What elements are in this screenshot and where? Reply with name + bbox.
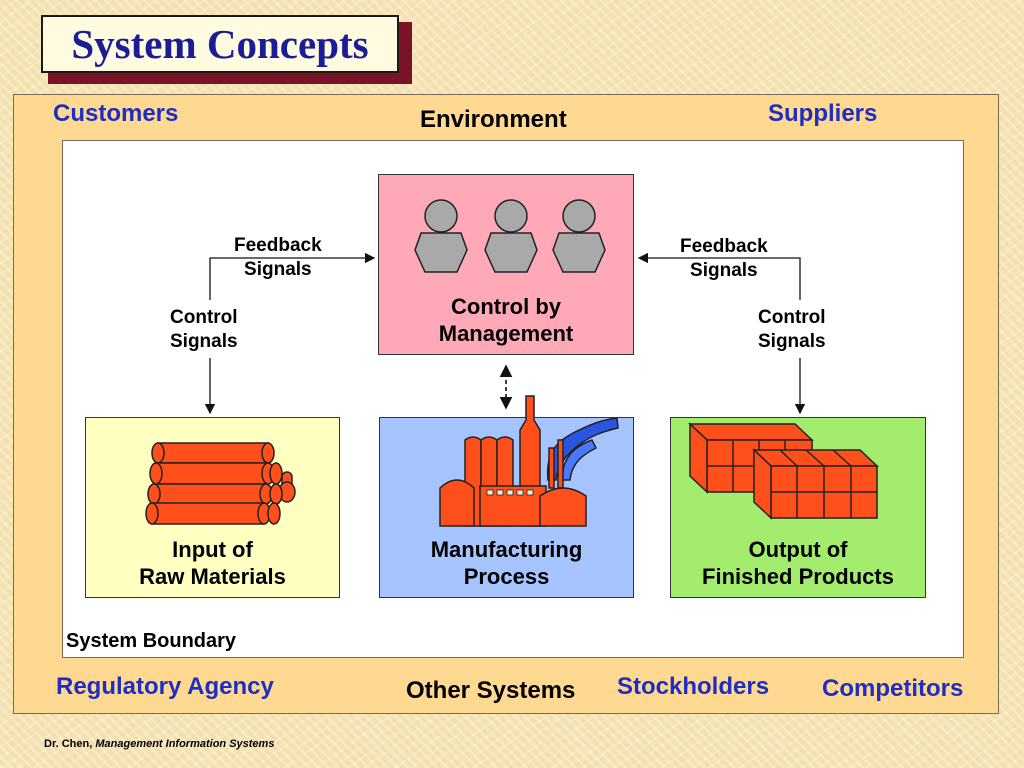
title-box: System Concepts bbox=[41, 15, 399, 73]
control-signals-left: Control Signals bbox=[170, 307, 238, 352]
process-line1: Manufacturing bbox=[430, 537, 583, 562]
process-line2: Process bbox=[463, 564, 550, 589]
logs-icon bbox=[145, 442, 296, 525]
right-signal-path bbox=[637, 252, 806, 415]
management-line1: Control by bbox=[451, 294, 561, 319]
footer-author: Dr. Chen, bbox=[44, 738, 93, 750]
footer-course: Management Information Systems bbox=[95, 738, 275, 750]
left-signal-path bbox=[204, 252, 376, 415]
output-line1: Output of bbox=[748, 537, 848, 562]
input-line2: Raw Materials bbox=[139, 564, 286, 589]
output-line2: Finished Products bbox=[702, 564, 894, 589]
input-line1: Input of bbox=[172, 537, 253, 562]
factory-icon bbox=[439, 395, 619, 527]
crates-icon bbox=[688, 422, 879, 520]
regulatory-agency-label: Regulatory Agency bbox=[56, 673, 274, 700]
other-systems-label: Other Systems bbox=[406, 677, 576, 704]
control-signals-right: Control Signals bbox=[758, 307, 826, 352]
page-title: System Concepts bbox=[71, 21, 369, 67]
management-line2: Management bbox=[438, 321, 574, 346]
feedback-signals-right: Feedback Signals bbox=[680, 236, 768, 281]
suppliers-label: Suppliers bbox=[768, 100, 878, 127]
customers-label: Customers bbox=[53, 100, 179, 127]
feedback-signals-left: Feedback Signals bbox=[234, 235, 322, 280]
system-boundary-label: System Boundary bbox=[66, 630, 237, 652]
competitors-label: Competitors bbox=[822, 675, 964, 702]
environment-label: Environment bbox=[420, 106, 567, 133]
person-icon bbox=[552, 199, 606, 273]
stockholders-label: Stockholders bbox=[617, 673, 770, 700]
person-icon bbox=[484, 199, 538, 273]
person-icon bbox=[414, 199, 468, 273]
footer: Dr. Chen, Management Information Systems bbox=[44, 738, 274, 750]
